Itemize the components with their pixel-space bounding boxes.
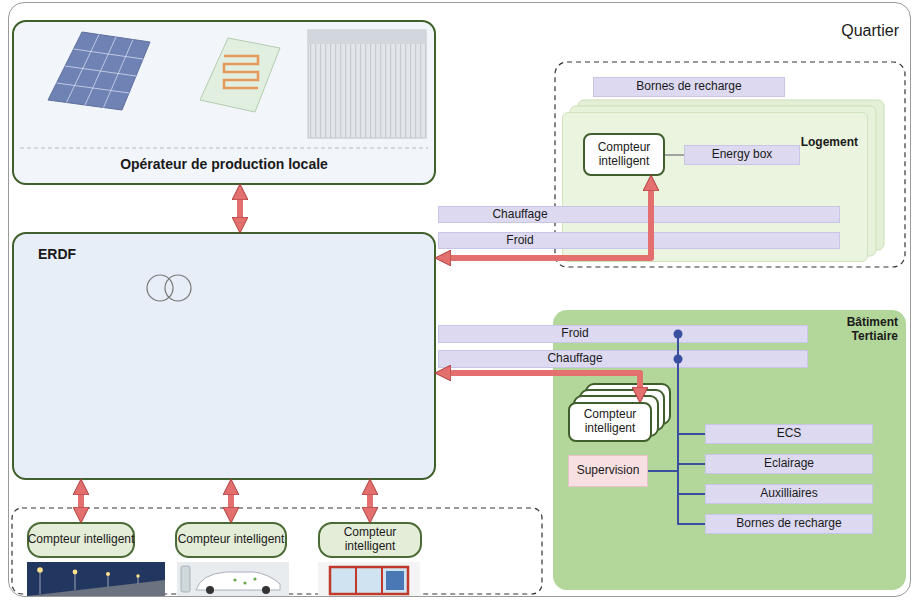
lamp-light — [106, 572, 110, 576]
lamp-post — [75, 572, 76, 590]
box-outline — [8, 2, 911, 597]
street-light-photo — [27, 562, 165, 596]
node-label: Supervision — [577, 464, 640, 478]
usage-box: Eclairage — [705, 454, 873, 474]
supervision-box: Supervision — [568, 455, 648, 487]
charging-bar: Bornes de recharge — [593, 77, 785, 97]
producer-box: Opérateur de production locale — [12, 20, 436, 185]
node-label: Compteur intelligent — [583, 141, 665, 169]
grid-operator-box: ERDF — [12, 232, 436, 480]
node-label: Compteur intelligent — [318, 526, 422, 554]
node-label: Compteur intelligent — [568, 408, 652, 436]
node-label: Opérateur de production locale — [12, 156, 436, 172]
node-label: Froid — [465, 234, 575, 248]
lamp-light — [73, 570, 78, 575]
node-label: Eclairage — [764, 457, 814, 471]
node-label: Bornes de recharge — [636, 80, 741, 94]
cooling-band: Froid — [438, 232, 840, 249]
node-label: Froid — [520, 327, 630, 341]
heating-band: Chauffage — [438, 206, 840, 223]
cooling-tower-slats — [308, 44, 426, 138]
car-wheel — [262, 586, 270, 594]
power-flow-arrow — [237, 200, 243, 217]
node-label: Chauffage — [465, 208, 575, 222]
box-outline — [438, 325, 808, 343]
night-sky — [27, 562, 165, 596]
smart-meter-box: Compteur intelligent — [568, 402, 652, 442]
smart-meter-box: Compteur intelligent — [175, 522, 287, 558]
car-dot — [253, 577, 256, 580]
node-label: Bornes de recharge — [736, 517, 841, 531]
solar-grid — [65, 66, 136, 76]
photo-ground — [318, 562, 420, 596]
power-flow-arrow — [228, 495, 234, 507]
box-outline — [12, 232, 436, 480]
heating-band: Chauffage — [438, 350, 808, 368]
node-label: Compteur intelligent — [28, 533, 135, 547]
car-dot — [233, 578, 236, 581]
node-label: Auxilliaires — [760, 487, 817, 501]
node-label: Quartier — [8, 22, 911, 40]
node-label: ERDF — [38, 246, 436, 262]
node-label: Energy box — [712, 148, 773, 162]
car-dot — [243, 581, 246, 584]
car-wheel — [206, 586, 214, 594]
usage-box: ECS — [705, 424, 873, 444]
lamp-light — [136, 574, 139, 577]
box-outline — [438, 350, 808, 368]
bus-shelter-photo — [318, 562, 420, 596]
housing-panel: LogementCompteur intelligentEnergy box — [562, 112, 868, 262]
heat-exchanger-coil — [224, 56, 258, 88]
district-frame: QuartierOpérateur de production localeER… — [8, 2, 911, 597]
shelter-poster — [386, 571, 404, 590]
road — [27, 580, 165, 596]
usage-box: Auxilliaires — [705, 484, 873, 504]
power-flow-arrow — [367, 495, 373, 507]
node-label: ECS — [777, 427, 802, 441]
link-line — [665, 154, 684, 156]
charging-post — [181, 566, 190, 592]
energy-box: Energy box — [684, 145, 800, 165]
node-label: Chauffage — [520, 352, 630, 366]
bus-tap — [674, 330, 683, 339]
node-label: Bâtiment Tertiaire — [812, 316, 906, 344]
electric-car-photo — [177, 562, 289, 596]
box-outline — [438, 232, 840, 249]
node-label: Compteur intelligent — [178, 533, 285, 547]
solar-grid — [57, 83, 130, 93]
tertiary-panel: Bâtiment TertiaireCompteur intelligentSu… — [553, 310, 906, 590]
cooling-tower-body — [308, 30, 426, 138]
shelter-post — [381, 567, 383, 594]
smart-meter-box: Compteur intelligent — [583, 133, 665, 176]
cooling-tower-top — [308, 30, 426, 44]
cooling-band: Froid — [438, 325, 808, 343]
box-outline — [553, 310, 906, 590]
shelter-post — [355, 567, 357, 594]
photo-ground — [177, 562, 289, 596]
shelter-frame — [330, 567, 408, 594]
lamp-light — [37, 567, 43, 573]
smart-meter-box: Compteur intelligent — [318, 522, 422, 558]
solar-grid — [74, 49, 144, 59]
bus-tap — [674, 355, 683, 364]
smart-meter-box: Compteur intelligent — [27, 522, 135, 558]
box-outline — [562, 112, 868, 262]
power-flow-arrow — [78, 495, 84, 507]
lamp-post — [40, 570, 41, 594]
usage-box: Bornes de recharge — [705, 514, 873, 534]
cooling-tower — [308, 30, 426, 138]
